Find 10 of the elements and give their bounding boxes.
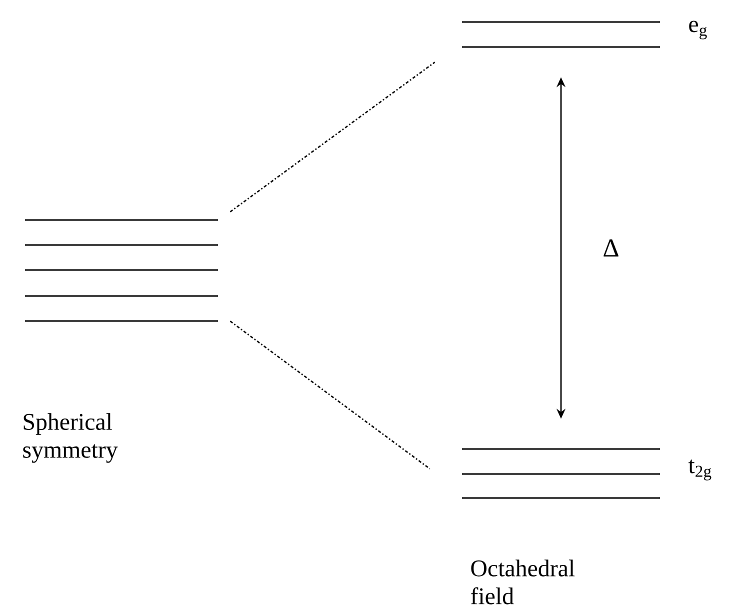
level-label: Spherical symmetry (23, 413, 118, 463)
energy-levels (25, 219, 218, 322)
connector-line (230, 320, 430, 470)
energy-levels (462, 21, 660, 48)
connector-line (230, 62, 436, 212)
energy-levels (462, 448, 660, 499)
edge-label: Δ (604, 239, 618, 257)
level-label: t$_{2g}$ (688, 460, 712, 480)
level-label: Octahedral field (470, 560, 575, 604)
level-label: e$_{g}$ (689, 20, 707, 40)
